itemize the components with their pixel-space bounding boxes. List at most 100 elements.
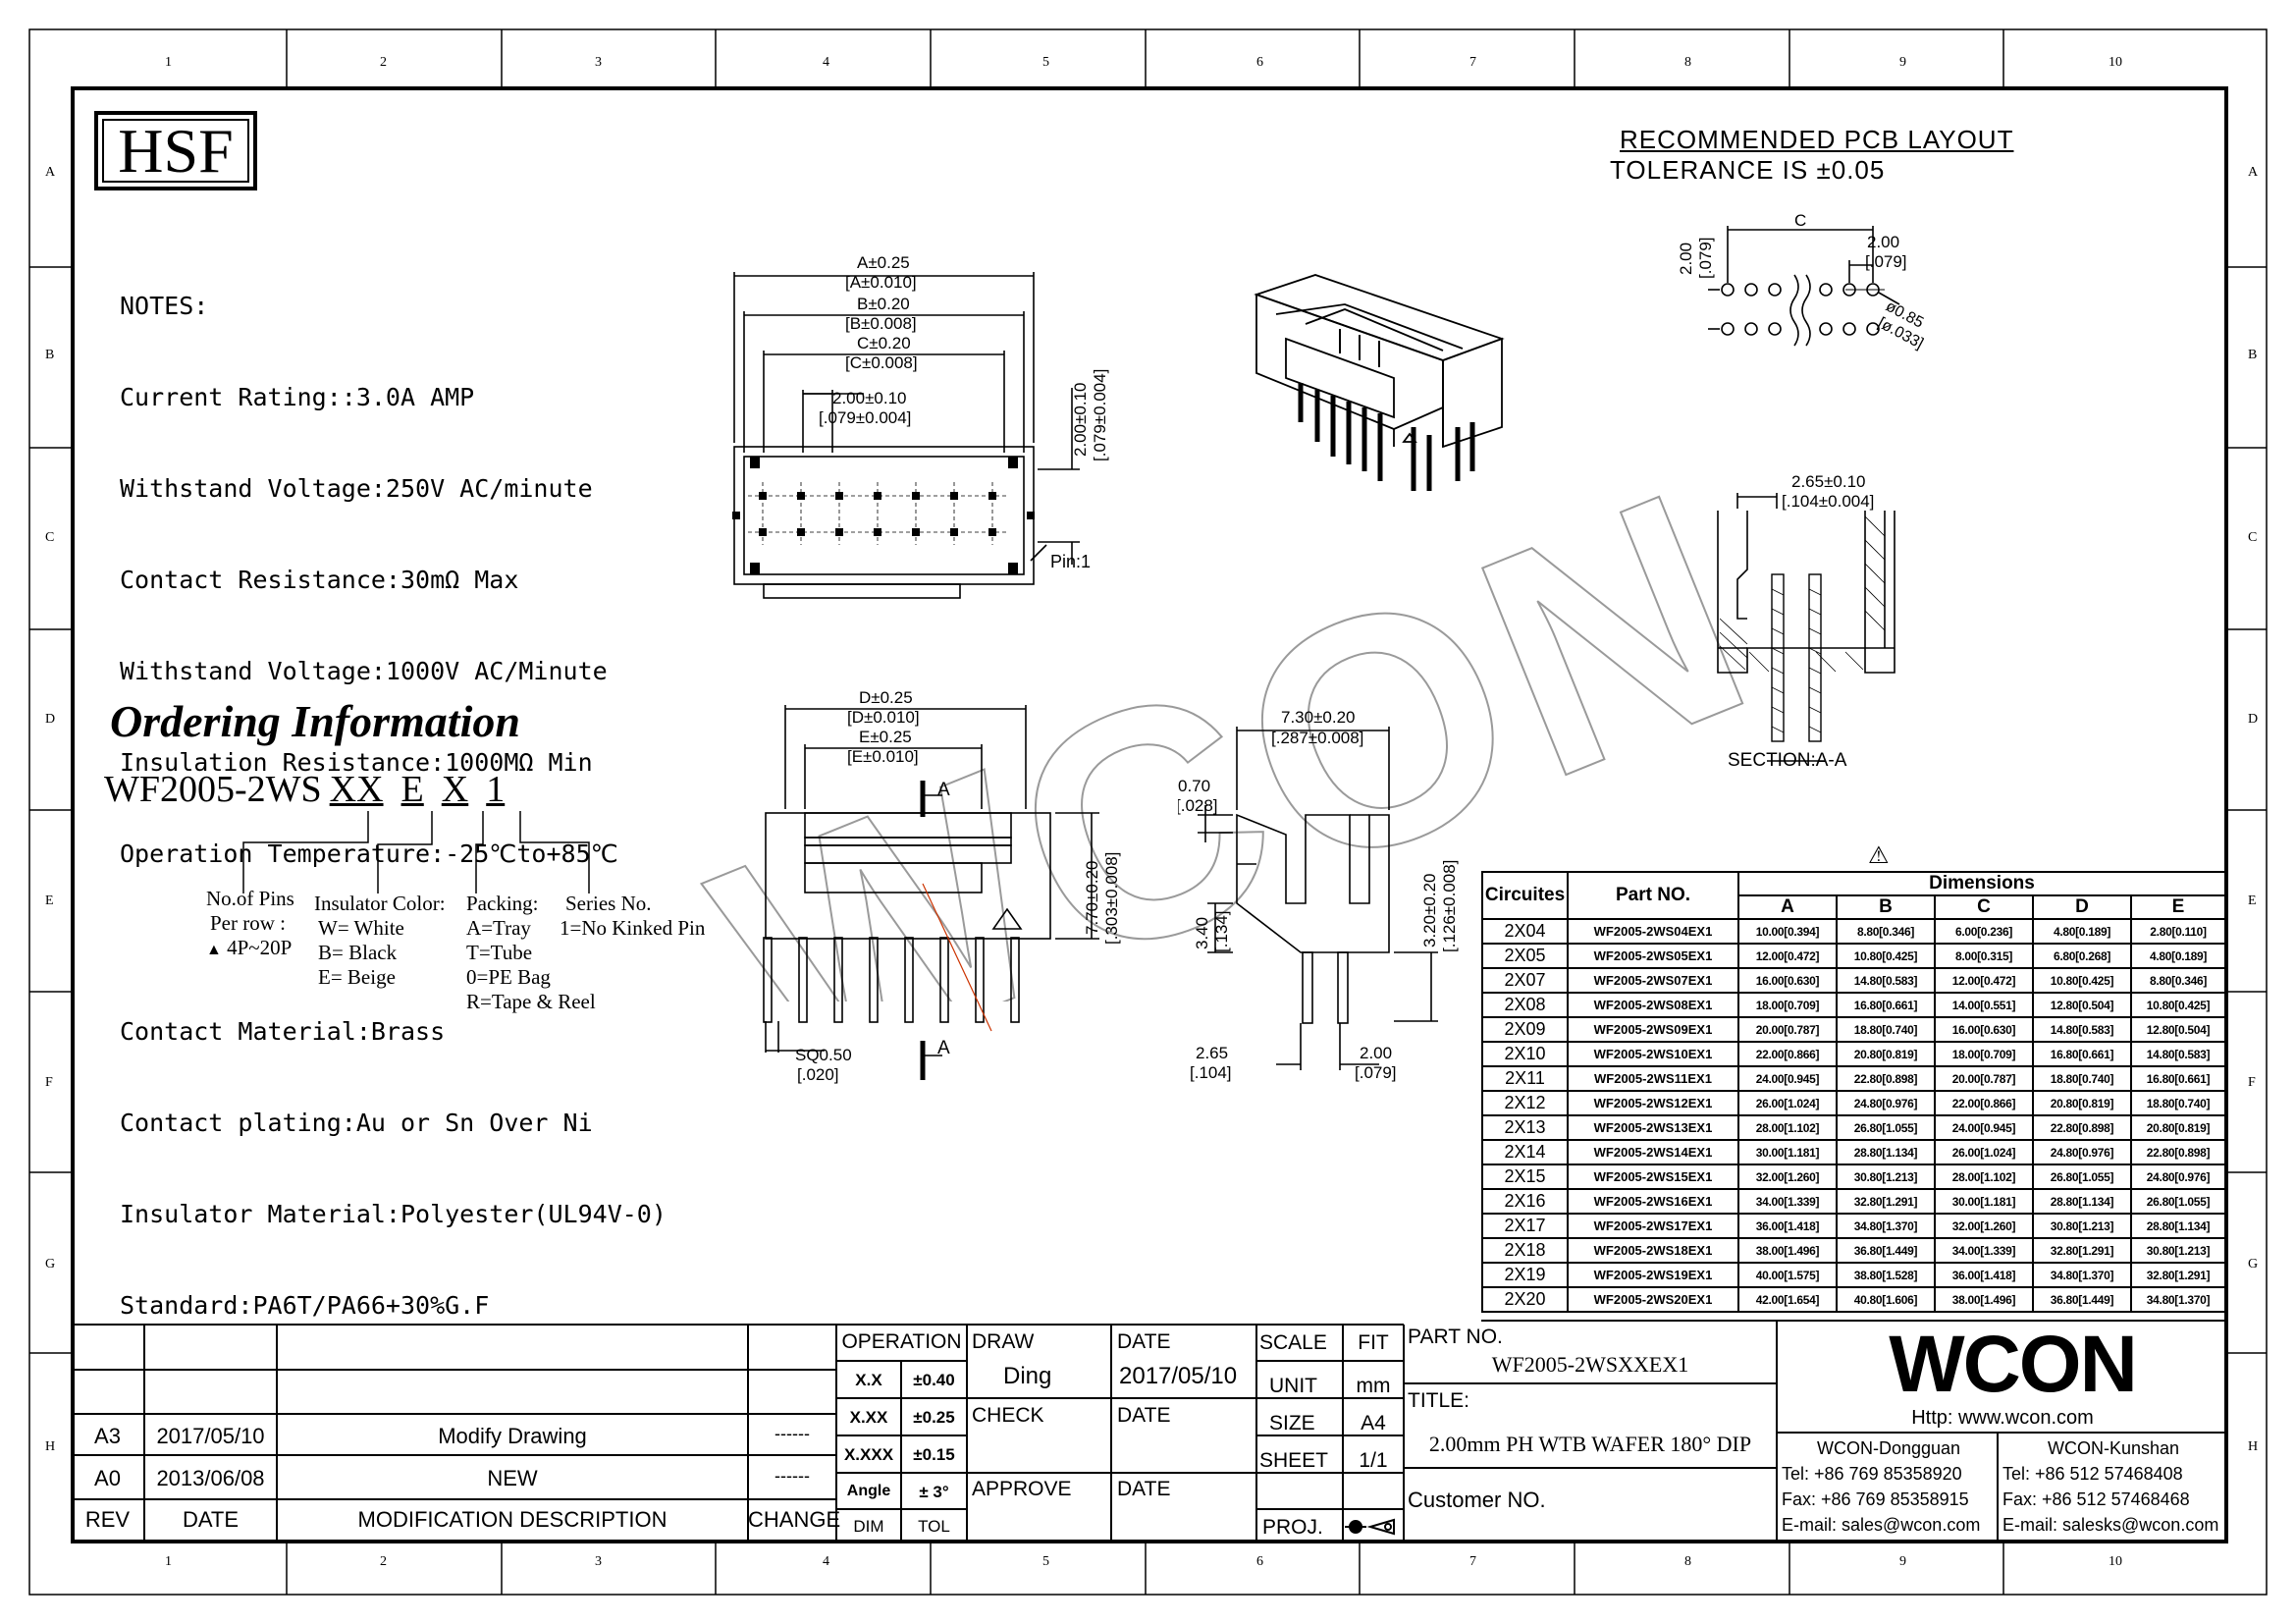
office-fax: Fax: +86 769 85358915: [1782, 1489, 1969, 1509]
pins-label: No.of Pins: [206, 887, 294, 910]
dimensions-table: Circuites Part NO. Dimensions A B C D E …: [1481, 871, 2227, 1313]
check-date-label: DATE: [1117, 1404, 1171, 1427]
office-email: E-mail: salesks@wcon.com: [2002, 1515, 2219, 1535]
approve-label: APPROVE: [972, 1478, 1072, 1500]
section-a-a-drawing: 2.65±0.10 [.104±0.004] SECTION:A-A: [1717, 472, 1896, 771]
dim-a-in: [A±0.010]: [845, 273, 917, 292]
dim-h1-in: [.134]: [1212, 910, 1231, 952]
dim-wall-in: [.028]: [1178, 796, 1218, 815]
zone-row-b-right: B: [2248, 348, 2258, 362]
dim-offset: 2.65: [1196, 1044, 1228, 1062]
pin1-label: Pin:1: [1050, 552, 1091, 571]
packing-option: A=Tray: [466, 916, 531, 940]
dim-side-pitch: 2.00: [1360, 1044, 1392, 1062]
pcb-dim-c: C: [1794, 211, 1806, 230]
col-c: C: [1934, 894, 2034, 920]
dim-tail: 3.20±0.20: [1420, 873, 1439, 947]
pcb-pitch: 2.00: [1867, 233, 1899, 251]
zone-row-e-right: E: [2248, 893, 2257, 908]
material-line: Contact Material:Brass: [120, 1017, 446, 1046]
col-e: E: [2129, 894, 2227, 920]
unit-value: mm: [1356, 1375, 1391, 1397]
drawing-frame: [71, 86, 2228, 1543]
dim-height: 7.70±0.20: [1083, 860, 1101, 935]
ordering-code-prefix: WF2005-2WS: [104, 769, 322, 810]
wcon-logo: WCON: [1889, 1320, 2138, 1409]
dim-h1: 3.40: [1193, 917, 1211, 949]
insulator-option: E= Beige: [318, 965, 396, 989]
website: Http: www.wcon.com: [1911, 1407, 2094, 1429]
part-no-label: PART NO.: [1408, 1326, 1503, 1348]
dim-row: 2.00±0.10: [1071, 382, 1090, 457]
pcb-row-in: [.079]: [1696, 237, 1715, 279]
pcb-row: 2.00: [1677, 243, 1695, 275]
date-value: 2017/05/10: [1119, 1363, 1238, 1389]
zone-col-10-bottom: 10: [2109, 1554, 2122, 1569]
zone-col-7: 7: [1469, 55, 1476, 70]
tol-key: X.X: [855, 1371, 882, 1389]
ordering-leader-lines: [242, 811, 590, 893]
pcb-pitch-in: [.079]: [1865, 252, 1907, 271]
date-header: DATE: [182, 1507, 240, 1532]
note-line: Withstand Voltage:1000V AC/Minute: [120, 657, 608, 685]
col-d: D: [2032, 894, 2132, 920]
zone-col-3-bottom: 3: [595, 1554, 602, 1569]
hsf-logo-text: HSF: [102, 119, 249, 183]
zone-col-6-bottom: 6: [1256, 1554, 1263, 1569]
approve-date-label: DATE: [1117, 1478, 1171, 1500]
title-label: TITLE:: [1408, 1389, 1470, 1412]
check-label: CHECK: [972, 1404, 1044, 1427]
rev-a3-desc: Modify Drawing: [438, 1424, 587, 1448]
ordering-code-part: X: [441, 769, 469, 810]
tol-key: X.XXX: [843, 1445, 894, 1464]
col-circuits: Circuites: [1481, 871, 1569, 920]
warning-triangle-icon: ⚠: [1868, 842, 1890, 869]
zone-col-1: 1: [165, 55, 172, 70]
dim-b-in: [B±0.008]: [845, 314, 917, 333]
dim-width-in: [.287±0.008]: [1271, 729, 1363, 747]
zone-col-8: 8: [1684, 55, 1691, 70]
zone-col-5-bottom: 5: [1042, 1554, 1049, 1569]
zone-col-9: 9: [1899, 55, 1906, 70]
size-label: SIZE: [1269, 1412, 1315, 1435]
zone-row-d-right: D: [2248, 712, 2259, 727]
ordering-title: Ordering Information: [110, 696, 520, 746]
pcb-layout-drawing: C 2.00 [.079] 2.00 [.079] ø0.85 [ø.033]: [1677, 211, 1924, 352]
section-mark-a-bottom: A: [937, 1038, 950, 1058]
dim-width: 7.30±0.20: [1281, 708, 1356, 727]
office-fax: Fax: +86 512 57468468: [2002, 1489, 2190, 1509]
col-dimensions: Dimensions: [1736, 871, 2227, 896]
office-name: WCON-Kunshan: [2047, 1438, 2180, 1458]
ordering-code-part: E: [400, 769, 424, 810]
office-kunshan: WCON-Kunshan Tel: +86 512 57468408 Fax: …: [2002, 1435, 2224, 1538]
section-dim-in: [.104±0.004]: [1782, 492, 1874, 511]
dim-c-in: [C±0.008]: [845, 353, 918, 372]
zone-col-7-bottom: 7: [1469, 1554, 1476, 1569]
office-tel: Tel: +86 769 85358920: [1782, 1464, 1962, 1484]
zone-row-h-right: H: [2248, 1439, 2259, 1454]
dim-d: D±0.25: [859, 688, 913, 707]
date-label: DATE: [1117, 1330, 1171, 1353]
zone-col-5: 5: [1042, 55, 1049, 70]
zone-col-9-bottom: 9: [1899, 1554, 1906, 1569]
note-line: Operation Temperature:-25℃to+85℃: [120, 839, 618, 868]
tol-key: X.XX: [849, 1408, 888, 1427]
zone-col-10: 10: [2109, 55, 2122, 70]
col-b: B: [1836, 894, 1936, 920]
zone-col-1-bottom: 1: [165, 1554, 172, 1569]
unit-label: UNIT: [1269, 1375, 1317, 1397]
dim-c: C±0.20: [857, 334, 911, 352]
zone-row-g-right: G: [2248, 1257, 2259, 1272]
insulator-legend: Insulator Color: W= White B= Black E= Be…: [314, 892, 446, 990]
zone-row-b: B: [45, 348, 55, 362]
zone-col-4: 4: [823, 55, 829, 70]
rev-a3: A3: [94, 1424, 121, 1448]
